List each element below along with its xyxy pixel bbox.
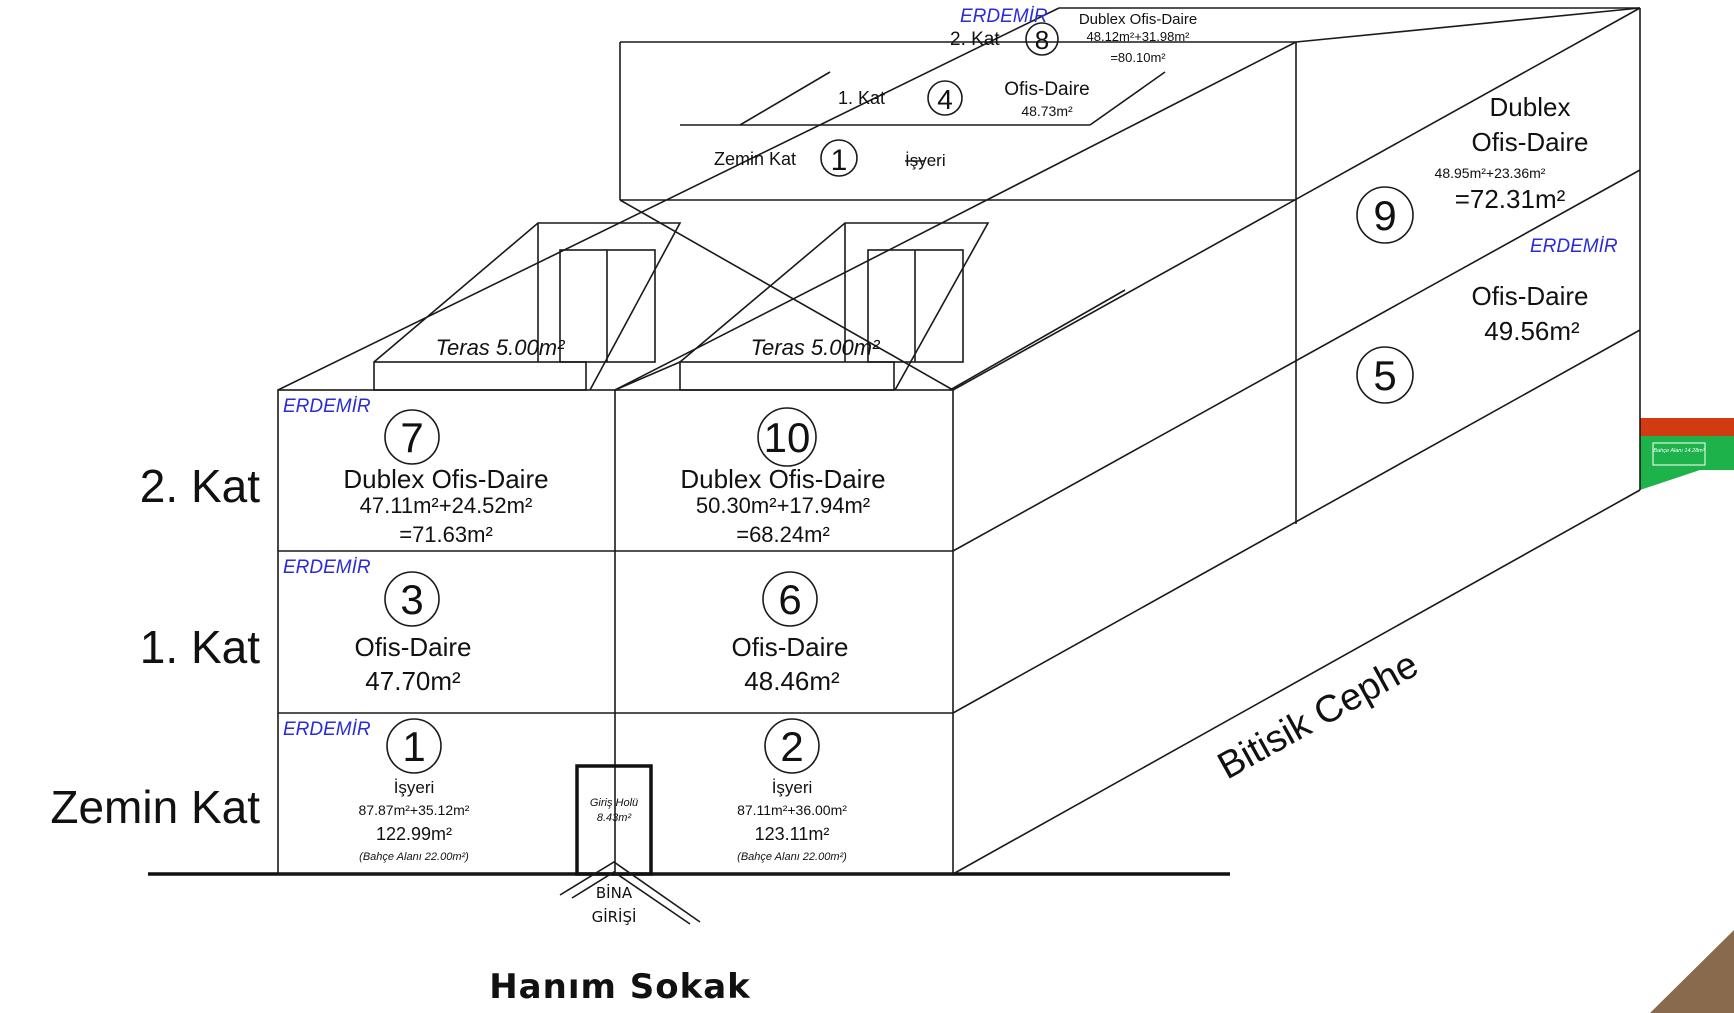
unit-2: 2 İşyeri 87.11m²+36.00m² 123.11m² (Bahçe…	[737, 718, 847, 863]
unit-area-total: =71.63m²	[399, 522, 493, 547]
unit-type: Ofis-Daire	[354, 632, 471, 662]
entrance-door	[575, 764, 653, 876]
unit-number: 3	[400, 576, 423, 623]
unit-3: 3 Ofis-Daire 47.70m²	[354, 571, 472, 696]
unit-number-circle	[820, 139, 858, 177]
unit-area-parts: 50.30m²+17.94m²	[696, 493, 870, 518]
unit-type: Ofis-Daire	[731, 632, 848, 662]
unit-number-circle	[384, 571, 440, 627]
unit-5: 5 Ofis-Daire 49.56m²	[1356, 281, 1589, 404]
unit-number-circle	[1025, 22, 1059, 56]
entrance-label-line2: GİRİŞİ	[592, 907, 637, 926]
unit-type-line1: Dublex	[1490, 92, 1571, 122]
unit-area-parts: 47.11m²+24.52m²	[360, 493, 533, 518]
unit-number: 4	[937, 84, 953, 115]
side-facade-label: Bitisik Cephe	[1211, 644, 1425, 788]
unit-area-total: 48.46m²	[744, 666, 840, 696]
unit-number-circle	[762, 571, 818, 627]
floor-label-ground: Zemin Kat	[50, 781, 260, 833]
unit-number-circle	[757, 407, 817, 467]
unit-number: 9	[1373, 192, 1396, 239]
entrance-hall-area: 8.43m²	[597, 812, 632, 824]
floor-label-first: 1. Kat	[140, 621, 260, 673]
unit-type: Dublex Ofis-Daire	[680, 464, 885, 494]
roof-structure	[277, 7, 1640, 391]
unit-type: İşyeri	[394, 778, 435, 797]
brand-mark-u1: ERDEMİR	[283, 719, 371, 740]
unit-type: Dublex Ofis-Daire	[1079, 11, 1197, 28]
unit-area-total: 123.11m²	[755, 824, 830, 844]
unit-type: İşyeri	[905, 151, 946, 170]
unit-area-total: 122.99m²	[376, 824, 452, 844]
garden-green-patch	[1640, 436, 1734, 490]
unit-7: 7 Dublex Ofis-Daire 47.11m²+24.52m² =71.…	[343, 409, 549, 547]
unit-area-total: =68.24m²	[736, 522, 830, 547]
unit-area-total: 49.56m²	[1484, 316, 1580, 346]
unit-type: Ofis-Daire	[1004, 79, 1090, 100]
dormer-right	[614, 222, 990, 391]
unit-number: 2	[780, 723, 803, 770]
rear-floor-label-ground: Zemin Kat	[714, 149, 796, 169]
terrace-label-left: Teras 5.00m²	[436, 335, 565, 360]
dormer-left	[373, 222, 682, 391]
unit-number: 1	[831, 144, 848, 177]
entrance-label-line1: BİNA	[596, 883, 633, 902]
rear-unit-1: Zemin Kat 1 İşyeri	[714, 139, 946, 177]
brand-mark-rear: ERDEMİR	[960, 6, 1048, 27]
unit-number-circle	[1356, 346, 1414, 404]
entrance-arrow-inner	[571, 871, 691, 925]
entrance-hall-label: Giriş Holü	[590, 797, 638, 809]
unit-area: 48.73m²	[1021, 103, 1073, 119]
unit-type: Ofis-Daire	[1471, 281, 1588, 311]
unit-number: 7	[400, 414, 423, 461]
unit-number: 10	[764, 414, 811, 461]
unit-6: 6 Ofis-Daire 48.46m²	[731, 571, 849, 696]
unit-type: Dublex Ofis-Daire	[343, 464, 548, 494]
unit-number-circle	[1356, 186, 1414, 244]
rear-floor-label-first: 1. Kat	[838, 88, 885, 108]
garden-badge-box	[1652, 442, 1706, 466]
floor-label-second: 2. Kat	[140, 460, 260, 512]
unit-9: 9 Dublex Ofis-Daire 48.95m²+23.36m² =72.…	[1356, 92, 1589, 244]
unit-area-parts: 87.11m²+36.00m²	[737, 802, 847, 818]
brand-mark-u7: ERDEMİR	[283, 396, 371, 417]
roof-edge-red-band	[1640, 418, 1734, 436]
rear-unit-8: 2. Kat 8 Dublex Ofis-Daire 48.12m²+31.98…	[950, 11, 1197, 65]
unit-number-circle	[384, 409, 440, 465]
street-name: Hanım Sokak	[489, 967, 751, 1007]
unit-type-line2: Ofis-Daire	[1471, 127, 1588, 157]
terrace-label-right: Teras 5.00m²	[751, 335, 880, 360]
brand-mark-u5: ERDEMİR	[1530, 236, 1618, 257]
unit-type: İşyeri	[772, 778, 813, 797]
unit-garden: (Bahçe Alanı 22.00m²)	[359, 851, 469, 863]
unit-number: 8	[1035, 25, 1049, 55]
brand-mark-u3: ERDEMİR	[283, 557, 371, 578]
unit-garden: (Bahçe Alanı 22.00m²)	[737, 851, 847, 863]
unit-10: 10 Dublex Ofis-Daire 50.30m²+17.94m² =68…	[680, 407, 886, 547]
rear-floor-label-second: 2. Kat	[950, 29, 1000, 50]
unit-area-parts: 87.87m²+35.12m²	[359, 802, 470, 818]
unit-number-circle	[927, 80, 963, 116]
corner-decoration	[1650, 930, 1734, 1013]
rear-unit-4: 1. Kat 4 Ofis-Daire 48.73m²	[838, 79, 1090, 119]
side-facade	[952, 7, 1641, 875]
unit-area-total: =80.10m²	[1110, 50, 1166, 65]
unit-area-total: =72.31m²	[1455, 184, 1566, 214]
unit-area-parts: 48.12m²+31.98m²	[1087, 29, 1191, 44]
unit-number: 6	[778, 576, 801, 623]
entrance-arrow	[559, 861, 701, 923]
garden-badge-text: Bahçe Alanı 14.28m²	[1653, 448, 1704, 454]
unit-1: 1 İşyeri 87.87m²+35.12m² 122.99m² (Bahçe…	[359, 718, 470, 863]
unit-number: 5	[1373, 352, 1396, 399]
unit-number-circle	[764, 718, 820, 774]
unit-area-parts: 48.95m²+23.36m²	[1435, 165, 1546, 181]
unit-area-total: 47.70m²	[365, 666, 461, 696]
unit-number-circle	[386, 718, 442, 774]
unit-number: 1	[402, 723, 425, 770]
